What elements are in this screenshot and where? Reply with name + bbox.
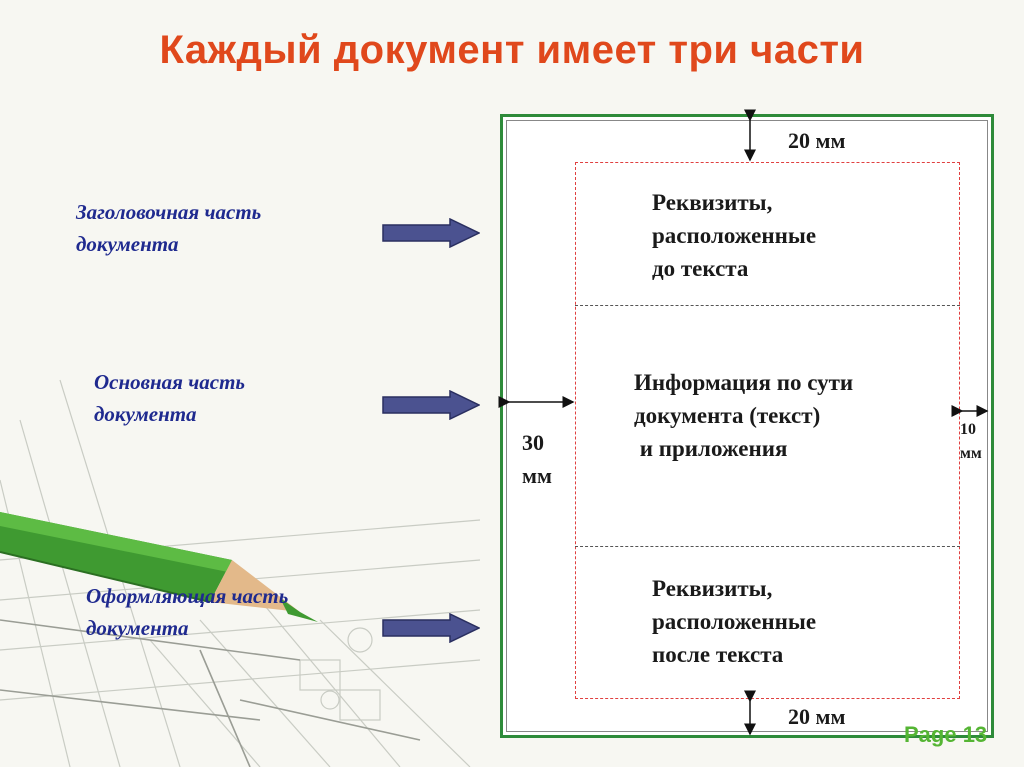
right-margin-value: 10 — [960, 421, 976, 438]
main-part-label: Основная часть документа — [94, 366, 245, 430]
top-requisites-block: Реквизиты, расположенные до текста — [652, 186, 816, 285]
main-content-block: Информация по сути документа (текст) и п… — [634, 366, 853, 465]
formatting-part-label-line1: Оформляющая часть — [86, 584, 289, 608]
right-margin-unit: мм — [960, 445, 982, 462]
bottom-margin-label: 20 мм — [788, 704, 846, 729]
page-number: Page 13 — [904, 722, 988, 747]
left-margin-value: 30 — [522, 430, 544, 455]
header-part-label-line2: документа — [76, 232, 179, 256]
main-part-label-line2: документа — [94, 402, 197, 426]
right-margin-label: 10 мм — [960, 418, 982, 466]
header-part-label-line1: Заголовочная часть — [76, 200, 262, 224]
middle-block-line3: и приложения — [634, 436, 788, 461]
bottom-block-line1: Реквизиты, — [652, 576, 773, 601]
main-part-label-line1: Основная часть — [94, 370, 246, 394]
bottom-requisites-block: Реквизиты, расположенные после текста — [652, 572, 816, 671]
top-block-line2: расположенные — [652, 223, 817, 248]
text-area-frame — [575, 162, 960, 699]
middle-block-line2: документа (текст) — [634, 403, 821, 428]
main-arrow-icon — [382, 390, 480, 420]
header-part-label: Заголовочная часть документа — [76, 196, 261, 260]
top-block-line1: Реквизиты, — [652, 190, 773, 215]
document-page — [500, 114, 994, 738]
middle-block-line1: Информация по сути — [634, 370, 854, 395]
left-margin-unit: мм — [522, 463, 552, 488]
bottom-block-line2: расположенные — [652, 609, 817, 634]
bottom-block-line3: после текста — [652, 642, 784, 667]
header-divider — [575, 305, 960, 306]
formatting-part-label: Оформляющая часть документа — [86, 580, 288, 644]
top-margin-label: 20 мм — [788, 128, 846, 153]
formatting-arrow-icon — [382, 613, 480, 643]
top-block-line3: до текста — [652, 256, 749, 281]
formatting-part-label-line2: документа — [86, 616, 189, 640]
page-title: Каждый документ имеет три части — [159, 28, 865, 72]
left-margin-label: 30 мм — [522, 426, 552, 492]
footer-divider — [575, 546, 960, 547]
header-arrow-icon — [382, 218, 480, 248]
